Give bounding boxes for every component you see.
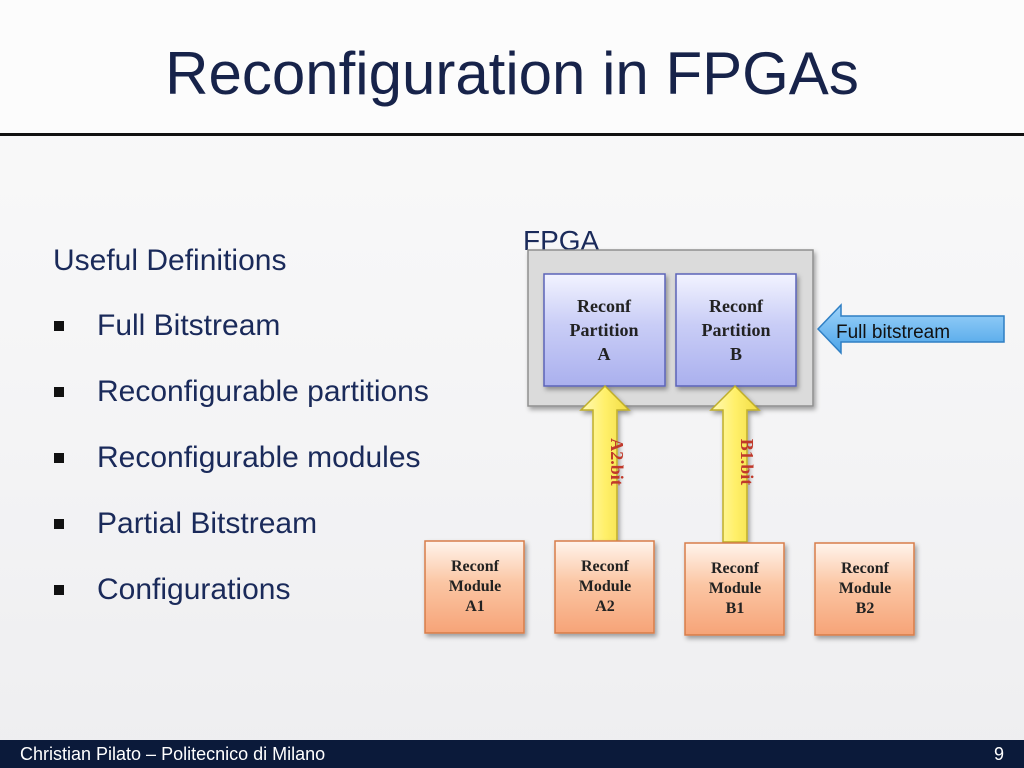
list-item: Full Bitstream [52,306,429,372]
list-item: Partial Bitstream [52,504,429,570]
title-divider [0,133,1024,136]
partial-bitstream-arrow-b1: B1.bit [709,384,761,543]
square-bullet-icon [54,387,64,397]
module-a2-line2: Module [579,578,631,595]
module-b2: Reconf Module B2 [814,542,915,636]
footer-bar: Christian Pilato – Politecnico di Milano… [0,740,1024,768]
square-bullet-icon [54,585,64,595]
square-bullet-icon [54,519,64,529]
module-b1-line2: Module [709,580,761,597]
partition-a-line3: A [598,344,611,364]
partial-bitstream-label-b1: B1.bit [737,439,757,486]
bullet-text: Configurations [97,573,291,606]
bullet-text: Partial Bitstream [97,507,318,540]
bullet-text: Full Bitstream [97,309,281,342]
module-b1-line1: Reconf [711,560,760,577]
module-b1-line3: B1 [726,600,745,617]
partition-b-line2: Partition [702,320,771,340]
partial-bitstream-arrow-a2: A2.bit [579,384,631,543]
square-bullet-icon [54,453,64,463]
up-arrow-icon [709,384,761,543]
partial-bitstream-label-a2: A2.bit [607,438,627,486]
section-heading: Useful Definitions [53,244,287,277]
partition-a-line1: Reconf [577,296,632,316]
module-a1-line3: A1 [465,598,485,615]
full-bitstream-label: Full bitstream [836,322,950,343]
definitions-list: Full Bitstream Reconfigurable partitions… [52,306,429,636]
partition-a: Reconf Partition A [543,273,666,387]
left-arrow-icon [816,303,1005,355]
partition-b-line1: Reconf [709,296,764,316]
module-b2-line2: Module [839,580,891,597]
square-bullet-icon [54,321,64,331]
module-a2-line1: Reconf [581,558,630,575]
module-b1: Reconf Module B1 [684,542,785,636]
module-b2-line3: B2 [856,600,875,617]
bullet-text: Reconfigurable modules [97,441,421,474]
partition-a-line2: Partition [570,320,639,340]
partition-b: Reconf Partition B [675,273,797,387]
footer-text: Christian Pilato – Politecnico di Milano [20,744,326,764]
module-a1: Reconf Module A1 [424,540,525,634]
module-b2-line1: Reconf [841,560,890,577]
page-number: 9 [993,744,1004,764]
partition-b-line3: B [730,344,742,364]
module-a2-line3: A2 [595,598,615,615]
module-a1-line2: Module [449,578,501,595]
list-item: Reconfigurable modules [52,438,429,504]
full-bitstream-arrow: Full bitstream [816,303,1005,355]
bullet-text: Reconfigurable partitions [97,375,429,408]
module-a2: Reconf Module A2 [554,540,655,634]
list-item: Configurations [52,570,429,636]
slide-title: Reconfiguration in FPGAs [165,40,859,107]
list-item: Reconfigurable partitions [52,372,429,438]
module-a1-line1: Reconf [451,558,500,575]
title-area [0,0,1024,133]
